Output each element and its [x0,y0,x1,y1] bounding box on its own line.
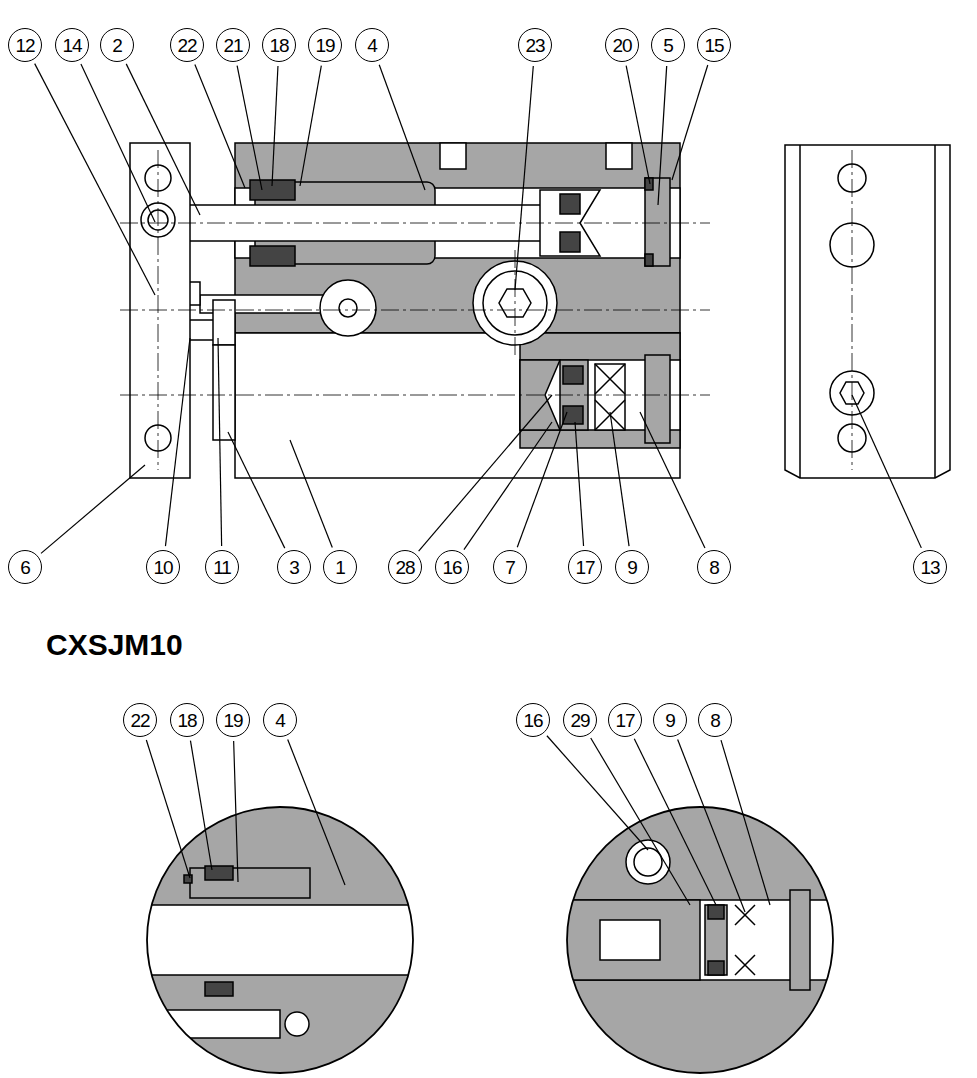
callout-number: 21 [216,28,250,62]
callout-number: 7 [493,550,527,584]
callout-number: 8 [698,703,732,737]
leader-line [218,338,222,546]
callout-number: 6 [8,550,42,584]
callout-number: 17 [568,550,602,584]
leader-line [272,66,278,186]
callout-number: 28 [388,550,422,584]
callout-number: 23 [518,28,552,62]
callout-number: 10 [146,550,180,584]
leader-line [35,64,155,295]
leader-line [517,412,567,547]
leader-line [81,64,155,222]
figure-title: CXSJM10 [46,628,183,662]
leader-line [419,395,552,551]
callout-number: 29 [563,703,597,737]
leader-line [290,440,332,547]
callout-number: 17 [608,703,642,737]
callout-number: 4 [263,703,297,737]
callout-number: 18 [262,28,296,62]
leader-line [626,66,650,184]
leader-line [237,66,262,190]
callout-number: 19 [308,28,342,62]
leader-line [228,432,285,548]
callout-number: 13 [913,550,947,584]
leader-line [672,65,708,180]
leader-line [678,740,745,912]
leader-line [234,741,238,882]
leader-line [41,465,145,553]
leader-line [634,739,716,905]
leader-line [126,64,200,215]
leader-line [575,422,584,546]
leader-line [300,66,321,186]
callout-number: 18 [170,703,204,737]
callout-number: 9 [615,550,649,584]
leader-line [464,422,552,550]
leader-line [547,736,648,850]
leader-line [515,66,533,290]
leader-line [379,65,425,190]
callout-number: 1 [323,550,357,584]
leader-line [721,740,770,905]
leader-line [610,412,629,546]
callout-number: 8 [697,550,731,584]
callout-number: 9 [653,703,687,737]
leader-line [640,412,705,548]
callout-number: 14 [55,28,89,62]
callout-number: 20 [605,28,639,62]
leader-line [658,66,667,205]
callout-number: 19 [216,703,250,737]
leader-line [195,64,245,188]
callout-number: 4 [355,28,389,62]
leader-line [852,395,921,548]
callout-number: 22 [123,703,157,737]
callout-number: 2 [100,28,134,62]
callout-number: 11 [205,550,239,584]
callout-number: 3 [277,550,311,584]
callout-number: 22 [170,28,204,62]
callout-number: 16 [516,703,550,737]
callout-number: 16 [435,550,469,584]
leader-line [190,741,212,870]
leader-line [165,338,190,546]
leader-line [288,740,345,885]
callout-number: 5 [651,28,685,62]
callout-number: 12 [8,28,42,62]
leader-line [146,740,190,878]
callout-number: 15 [697,28,731,62]
